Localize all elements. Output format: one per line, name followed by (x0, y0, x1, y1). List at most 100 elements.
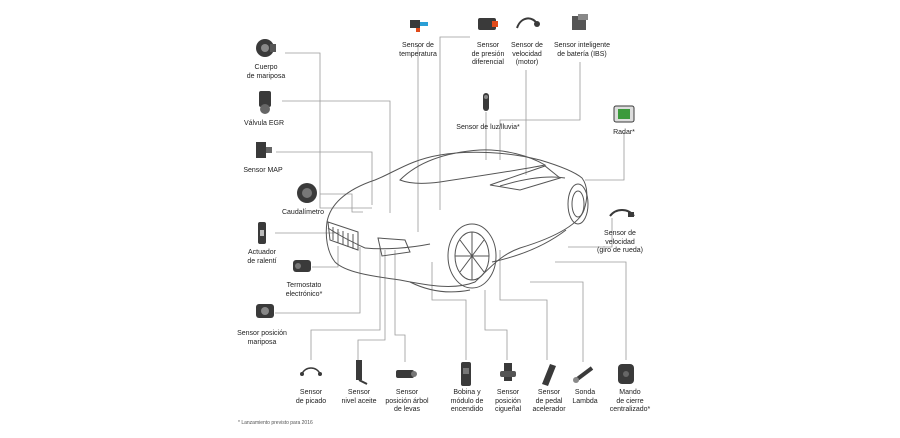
car-windshield (399, 149, 547, 184)
leader-termostato (312, 246, 339, 268)
label-line: Mando (619, 389, 641, 396)
label-line: Válvula EGR (243, 120, 285, 127)
rear-wheel (567, 183, 589, 225)
map-sensor-icon (256, 142, 272, 158)
footnote: * Lanzamiento previsto para 2016 (238, 420, 313, 426)
car-grille-top (327, 227, 366, 249)
radar-icon (613, 105, 635, 123)
engine-speed-sensor-icon (516, 17, 540, 29)
label-line: encendido (450, 406, 484, 413)
throttle-position-icon (256, 304, 274, 318)
label-line: temperatura (399, 50, 437, 58)
label-line: Lambda (572, 397, 598, 405)
car-hood-edge (364, 243, 431, 250)
light-rain-sensor-icon (483, 93, 489, 111)
label-line: de picado (295, 397, 327, 405)
label-line: electrónico* (285, 290, 323, 298)
label-radar: Radar* (613, 129, 635, 138)
leader-valvula-egr (282, 100, 391, 213)
label-line: Sensor (347, 389, 371, 396)
car-sill (491, 229, 567, 263)
label-line: centralizado* (609, 406, 651, 413)
label-line: Sensor (395, 389, 419, 396)
car-front-lip (409, 281, 471, 293)
leader-pedal (499, 250, 548, 360)
oil-level-sensor-icon (356, 360, 368, 385)
leader-posicion-mariposa (275, 247, 361, 314)
label-line: (motor) (515, 59, 539, 66)
label-line: Sensor (496, 389, 520, 396)
label-line: diferencial (472, 59, 504, 66)
label-line: de pedal (535, 397, 563, 405)
wheel-speed-sensor-icon (609, 209, 635, 217)
battery-sensor-icon (572, 14, 588, 30)
label-line: Radar* (613, 129, 635, 136)
crankshaft-sensor-icon (500, 363, 516, 381)
label-line: Sensor (299, 389, 323, 396)
label-line: Sensor (537, 389, 561, 396)
leader-picado (310, 246, 381, 360)
label-line: (giro de rueda) (597, 247, 643, 254)
label-line: cigueñal (494, 406, 522, 413)
label-valvula-egr: Válvula EGR (244, 120, 284, 129)
temperature-sensor-icon (410, 20, 428, 32)
egr-valve-icon (259, 91, 271, 114)
label-line: Sensor inteligente (553, 42, 611, 49)
label-sensor-luz-lluvia: Sensor de luz/lluvia* (456, 124, 519, 133)
mass-air-flow-icon (297, 183, 317, 203)
label-line: de ralentí (247, 257, 277, 265)
label-sensor-map: Sensor MAP (243, 167, 282, 176)
thermostat-icon (293, 260, 311, 272)
label-line: Sensor de (402, 42, 434, 49)
label-line: Sensor de (511, 42, 543, 49)
accelerator-pedal-icon (542, 364, 556, 386)
label-line: de presión (471, 50, 505, 58)
leader-bobina (431, 262, 467, 360)
label-line: Sensor de (604, 230, 636, 237)
lambda-sensor-icon (573, 366, 594, 383)
ignition-coil-icon (461, 362, 471, 386)
leader-lines (275, 36, 627, 362)
throttle-body-icon (256, 39, 276, 57)
label-line: de batería (IBS) (557, 50, 607, 58)
label-line: Caudalímetro (281, 209, 325, 216)
leader-radar (585, 132, 625, 181)
car-headlight (377, 237, 411, 257)
label-line: velocidad (512, 50, 542, 58)
label-line: acelerador (532, 406, 566, 413)
central-lock-remote-icon (618, 364, 634, 384)
car-side-window (489, 165, 562, 191)
leader-bateria (499, 62, 581, 160)
car-grille (327, 221, 359, 251)
label-line: posición (495, 397, 521, 405)
label-line: Sensor (476, 42, 500, 49)
leader-caudalimetro (320, 193, 363, 213)
label-line: Cuerpo (254, 64, 278, 71)
knock-sensor-icon (300, 367, 322, 376)
label-line: Termostato (286, 282, 322, 289)
label-line: Bobina y (453, 389, 481, 396)
label-line: velocidad (605, 238, 635, 246)
label-line: de cierre (616, 397, 644, 405)
leader-nivel-aceite (357, 250, 386, 360)
label-line: Actuador (247, 249, 277, 256)
car-outline (325, 149, 589, 293)
car-shoulder (499, 176, 566, 187)
label-line: de levas (393, 406, 421, 413)
leader-lambda (530, 281, 584, 362)
